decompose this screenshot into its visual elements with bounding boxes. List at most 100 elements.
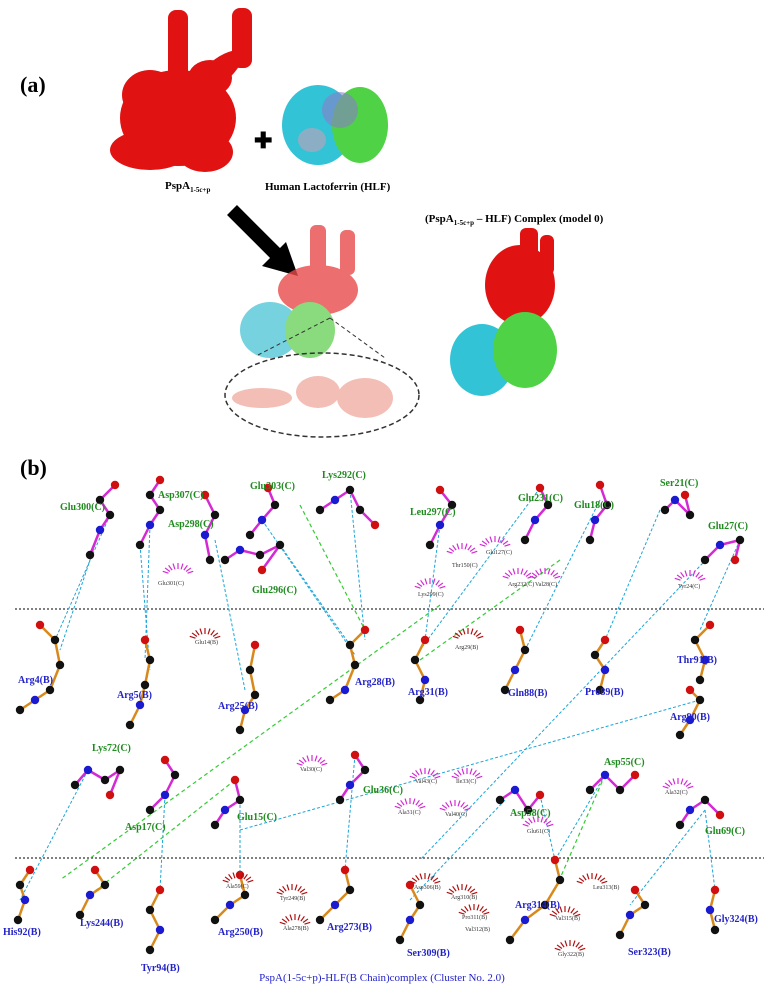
atom <box>257 565 267 575</box>
atom <box>20 895 30 905</box>
hydrogen-bond <box>54 514 111 641</box>
hydrophobic-label: Gly322(B) <box>558 952 584 958</box>
pspa-caption: PspA1-5c+p <box>165 180 211 195</box>
hydrophobic-arc <box>500 537 505 544</box>
hydrophobic-label: Glu61(C) <box>527 829 550 835</box>
hydrophobic-arc <box>441 804 448 809</box>
hydrophobic-arc <box>306 755 310 762</box>
atom <box>160 790 170 800</box>
hydrogen-bond <box>699 539 741 631</box>
atom <box>100 880 110 890</box>
atom <box>520 645 530 655</box>
atom <box>235 795 245 805</box>
hydrophobic-arc <box>508 569 513 576</box>
atom <box>405 915 415 925</box>
residue-label: Arg5(B) <box>117 690 152 701</box>
atom <box>245 665 255 675</box>
residue-label: Glu300(C) <box>60 502 105 513</box>
hydrophobic-arc <box>187 570 194 574</box>
hydrophobic-arc <box>453 772 460 777</box>
hydrophobic-arc <box>424 578 428 585</box>
hydrophobic-arc <box>462 628 466 635</box>
hydrophobic-arc <box>586 873 590 880</box>
hydrophobic-arc <box>456 884 460 891</box>
hydrophobic-arc <box>228 873 233 880</box>
residue-label: Glu15(C) <box>237 812 277 823</box>
atom <box>602 500 612 510</box>
hydrophobic-arc <box>472 769 477 776</box>
atom <box>125 720 135 730</box>
atom <box>660 505 670 515</box>
hydrophobic-arc <box>468 904 472 911</box>
residue-label: Tyr94(B) <box>141 963 180 974</box>
panel-a-label: (a) <box>20 72 46 97</box>
hydrophobic-arc <box>454 632 461 637</box>
atom <box>600 665 610 675</box>
residue-label: His92(B) <box>3 927 41 938</box>
hydrophobic-label: Ala32(C) <box>665 790 688 796</box>
panel-b-label: (b) <box>20 455 47 480</box>
residue-label: Glu303(C) <box>250 481 295 492</box>
atom <box>675 730 685 740</box>
atom <box>155 885 165 895</box>
hydrophobic-arc <box>396 802 403 807</box>
atom <box>350 660 360 670</box>
hydrophobic-arc <box>419 768 423 775</box>
residue-label: Glu231(C) <box>518 493 563 504</box>
atom <box>345 640 355 650</box>
hydrophobic-arc <box>448 888 455 893</box>
hydrophobic-arc <box>535 569 540 576</box>
residue-label: Lys244(B) <box>80 918 124 929</box>
atom <box>715 540 725 550</box>
hydrogen-bond <box>214 539 246 691</box>
hydrophobic-label: Leu313(B) <box>593 885 620 891</box>
atom <box>140 635 150 645</box>
residue-label: Ser309(B) <box>407 948 450 959</box>
hydrophobic-arc <box>289 914 293 921</box>
hydrophobic-label: Lys299(C) <box>418 592 444 598</box>
residue-bond <box>143 659 152 686</box>
atom <box>355 505 365 515</box>
hydrophobic-arc <box>189 635 196 639</box>
atom <box>275 540 285 550</box>
hydrogen-bond <box>629 809 706 906</box>
atom <box>315 505 325 515</box>
atom <box>360 625 370 635</box>
hydrophobic-arc <box>685 782 692 787</box>
hydrophobic-arc <box>430 769 435 776</box>
hydrophobic-arc <box>300 915 305 922</box>
hydrophobic-arc <box>556 944 563 949</box>
hydrophobic-label: Val312(B) <box>465 927 490 933</box>
atom <box>640 900 650 910</box>
hydrophobic-arc <box>419 873 423 880</box>
hydrophobic-arc <box>572 910 579 915</box>
hydrophobic-arc <box>451 775 458 779</box>
hydrophobic-arc <box>415 769 420 776</box>
hydrophobic-arc <box>504 572 511 577</box>
hydrophobic-arc <box>432 772 439 777</box>
atom <box>105 790 115 800</box>
atom <box>100 775 110 785</box>
atom <box>200 490 210 500</box>
hydrophobic-arc <box>543 817 548 824</box>
hydrophobic-arc <box>302 918 309 923</box>
hydrophobic-arc <box>470 628 474 635</box>
hydrophobic-arc <box>567 906 571 913</box>
hydrophobic-arc <box>525 572 532 577</box>
hydrophobic-arc <box>458 629 463 636</box>
hydrophobic-arc <box>579 947 586 951</box>
atom <box>257 515 267 525</box>
hydrophobic-label: Ile33(C) <box>456 779 477 785</box>
residue-label: Glu296(C) <box>252 585 297 596</box>
atom <box>710 925 720 935</box>
salt-bridge <box>59 604 441 881</box>
atom <box>140 680 150 690</box>
atom <box>235 725 245 735</box>
hydrophobic-arc <box>464 543 468 550</box>
salt-bridge <box>89 779 236 896</box>
atom <box>240 890 250 900</box>
hydrophobic-arc <box>240 872 244 879</box>
hydrophobic-label: Ala59(C) <box>226 884 249 890</box>
atom <box>690 635 700 645</box>
molecule-layer <box>13 475 745 955</box>
